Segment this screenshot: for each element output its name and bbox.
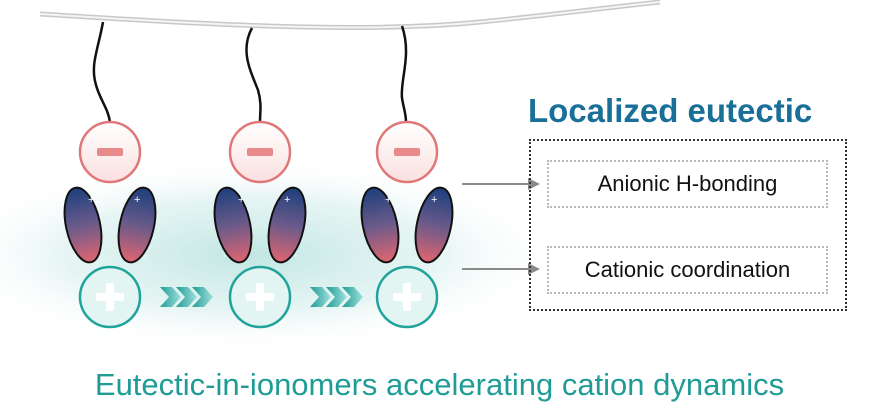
cationic-label-box: Cationic coordination — [547, 246, 828, 294]
svg-text:-: - — [370, 250, 374, 262]
polymer-backbone — [39, 0, 661, 30]
svg-text:+: + — [88, 194, 94, 206]
svg-text:+: + — [385, 194, 391, 206]
side-chain-1 — [92, 21, 112, 123]
chevron-arrows-icon — [310, 287, 363, 307]
minus-icon — [394, 148, 420, 156]
anionic-label-box: Anionic H-bonding — [547, 160, 828, 208]
svg-text:+: + — [431, 194, 437, 206]
svg-text:-: - — [73, 250, 77, 262]
minus-icon — [247, 148, 273, 156]
svg-text:+: + — [134, 194, 140, 206]
svg-text:+: + — [284, 194, 290, 206]
anionic-label: Anionic H-bonding — [597, 171, 778, 196]
diagram-title: Localized eutectic — [528, 92, 813, 129]
arrow-right-icon — [462, 178, 540, 190]
svg-text:-: - — [441, 250, 445, 262]
svg-text:-: - — [223, 250, 227, 262]
eutectic-box — [529, 139, 847, 311]
anion-2 — [228, 120, 292, 184]
anion-3 — [375, 120, 439, 184]
svg-text:-: - — [144, 250, 148, 262]
dipole-pair-3: + + - - — [360, 186, 454, 264]
svg-text:-: - — [294, 250, 298, 262]
side-chain-3 — [400, 25, 408, 123]
anion-1 — [78, 120, 142, 184]
dipole-pair-2: + + - - — [213, 186, 307, 264]
cationic-label: Cationic coordination — [584, 257, 791, 282]
minus-icon — [97, 148, 123, 156]
chevron-arrows-icon — [160, 287, 213, 307]
arrow-right-icon — [462, 263, 540, 275]
svg-text:+: + — [238, 194, 244, 206]
figure-caption: Eutectic-in-ionomers accelerating cation… — [94, 367, 785, 402]
cation-1 — [78, 265, 142, 329]
cation-3 — [375, 265, 439, 329]
cation-2 — [228, 265, 292, 329]
side-chain-2 — [245, 27, 262, 123]
dipole-pair-1: + + - - — [63, 186, 157, 264]
